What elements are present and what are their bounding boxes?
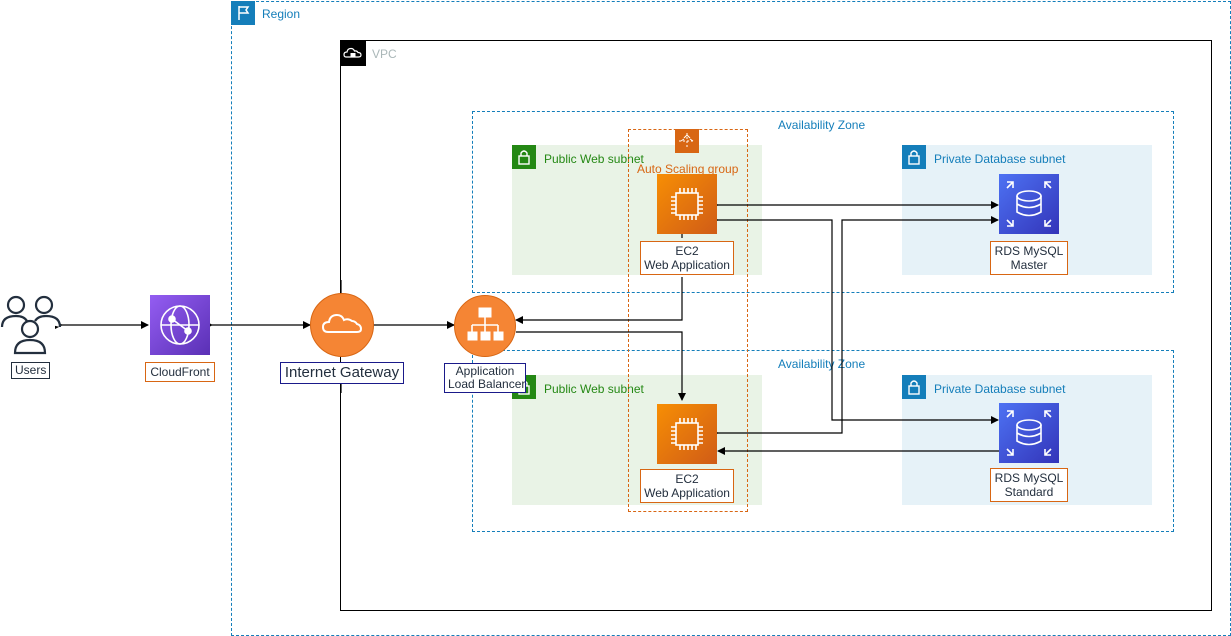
- rds-standard-icon: [999, 403, 1059, 463]
- rds-master-icon: [999, 174, 1059, 234]
- private-subnet-lock-icon: [902, 145, 926, 169]
- private-subnet-1-label: Private Database subnet: [934, 152, 1066, 166]
- internet-gateway-icon: [310, 293, 374, 357]
- auto-scaling-group-label: Auto Scaling group: [637, 162, 739, 176]
- region-label: Region: [262, 7, 301, 21]
- application-load-balancer-icon: [454, 295, 516, 357]
- vpc-cloud-lock-icon: [340, 40, 366, 66]
- alb-to-ec2-2-link: [516, 331, 686, 401]
- availability-zone-1-label: Availability Zone: [778, 118, 866, 132]
- vpc-label: VPC: [372, 47, 397, 61]
- ec2-2-label-line2: Web Application: [644, 486, 730, 500]
- ec2-1-label-line1: EC2: [675, 244, 699, 258]
- application-load-balancer-label: Application Load Balancer: [444, 363, 526, 393]
- ec2-1-to-alb-link: [515, 277, 683, 324]
- rds-master-label-line1: RDS MySQL: [994, 244, 1064, 258]
- users-icon: [0, 293, 62, 355]
- alb-label-line2: Load Balancer: [448, 377, 526, 391]
- ec2-instance-1-icon: [657, 174, 717, 234]
- rds-master-label: RDS MySQL Master: [990, 241, 1068, 275]
- rds-standard-label-line1: RDS MySQL: [994, 471, 1064, 485]
- cloudfront-icon: [150, 295, 210, 355]
- ec2-2-label-line1: EC2: [675, 472, 699, 486]
- public-subnet-lock-icon: [512, 145, 536, 169]
- public-subnet-2-label: Public Web subnet: [544, 382, 644, 396]
- ec2-instance-2-label: EC2 Web Application: [640, 469, 734, 503]
- ec2-1-label-line2: Web Application: [644, 258, 730, 272]
- ec2-1-rds-2-link: [711, 216, 999, 424]
- rds-standard-label-line2: Standard: [1004, 485, 1054, 499]
- alb-label-line1: Application: [455, 364, 515, 378]
- region-flag-icon: [231, 1, 255, 25]
- ec2-instance-2-icon: [657, 404, 717, 464]
- cloudfront-label: CloudFront: [145, 362, 215, 382]
- ec2-2-rds-1-link: [711, 216, 999, 437]
- users-label: Users: [11, 362, 50, 379]
- ec2-instance-1-label: EC2 Web Application: [640, 241, 734, 275]
- auto-scaling-icon: [675, 129, 699, 153]
- rds-master-label-line2: Master: [1010, 258, 1048, 272]
- internet-gateway-label: Internet Gateway: [280, 362, 404, 384]
- rds-standard-label: RDS MySQL Standard: [990, 468, 1068, 502]
- public-subnet-1-label: Public Web subnet: [544, 152, 644, 166]
